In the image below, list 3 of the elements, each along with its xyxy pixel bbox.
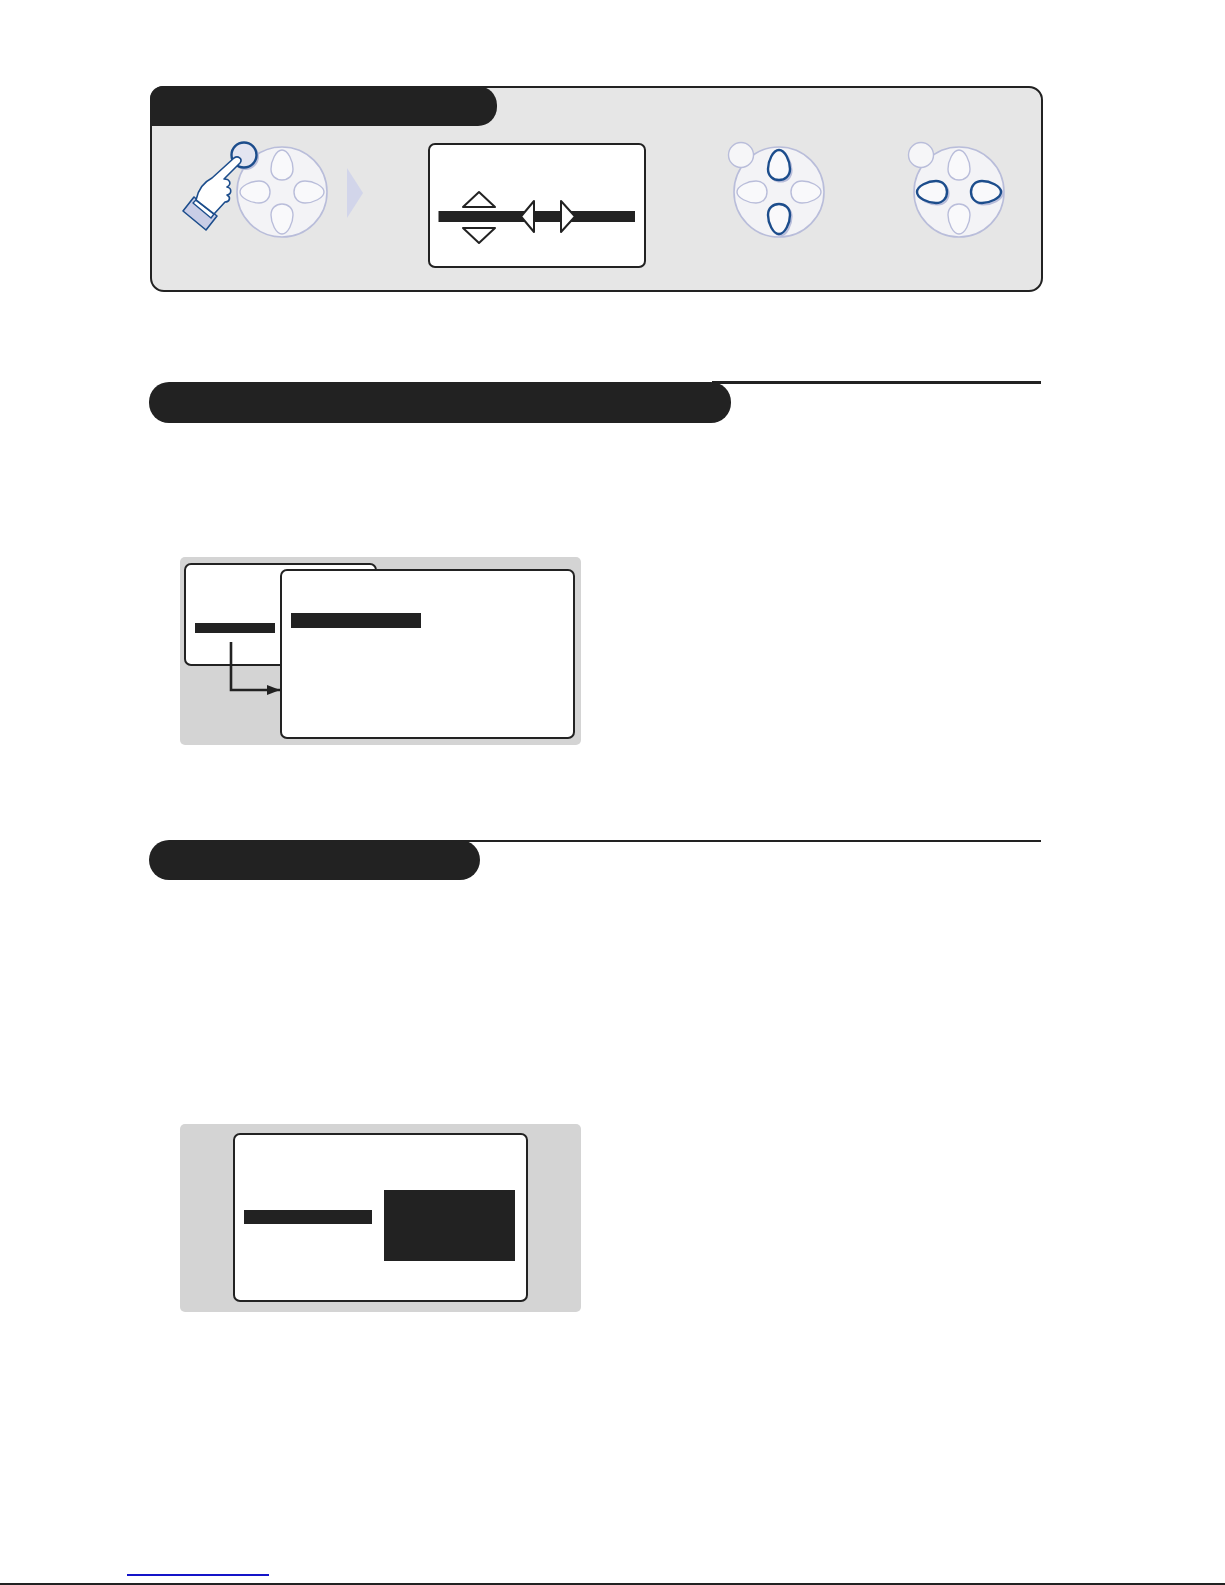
screen-display bbox=[428, 143, 646, 268]
screen-display bbox=[233, 1133, 528, 1302]
submenu-screen bbox=[280, 569, 575, 739]
